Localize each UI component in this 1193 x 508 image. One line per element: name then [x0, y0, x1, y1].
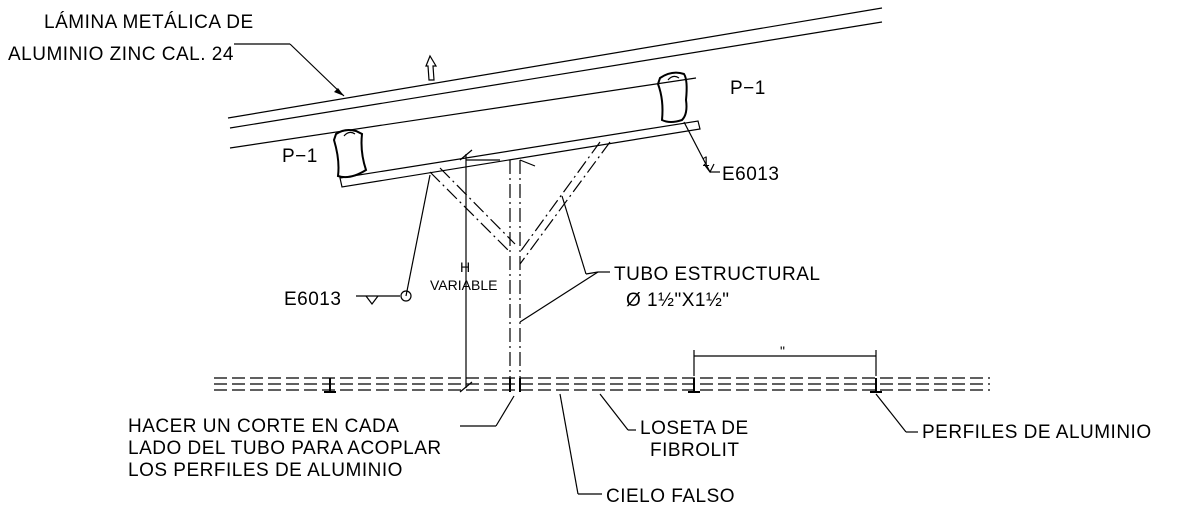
- weld-label-left: E6013: [284, 289, 341, 310]
- lamina-label-line1: LÁMINA METÁLICA DE: [44, 12, 254, 33]
- spacing-dimension: [693, 350, 877, 376]
- corte-label-line1: HACER UN CORTE EN CADA: [128, 416, 399, 437]
- lamina-label-line2: ALUMINIO ZINC CAL. 24: [8, 44, 234, 65]
- corte-label-line2: LADO DEL TUBO PARA ACOPLAR: [128, 438, 442, 459]
- loseta-label-line1: LOSETA DE: [640, 418, 749, 439]
- height-dimension: [459, 149, 500, 393]
- aluminium-profiles: [324, 378, 882, 393]
- height-label-variable: VARIABLE: [430, 277, 497, 293]
- spacing-dimension-label: ": [780, 343, 785, 359]
- roof-sheet: [227, 7, 883, 129]
- load-arrow-icon: [425, 54, 438, 81]
- purlin-section-right: [656, 71, 688, 123]
- loseta-label-line2: FIBROLIT: [650, 440, 740, 461]
- vertical-post: [509, 160, 521, 390]
- lamina-leader: [234, 43, 345, 97]
- cielo-label: CIELO FALSO: [606, 486, 735, 507]
- weld-symbol-right: [683, 121, 720, 174]
- tubo-leader: [519, 271, 610, 323]
- weld-label-right: E6013: [722, 164, 779, 185]
- purlin-label-left: P−1: [282, 146, 318, 167]
- diagonal-braces: [429, 141, 611, 265]
- corte-label-line3: LOS PERFILES DE ALUMINIO: [128, 460, 403, 481]
- tubo-label-line1: TUBO ESTRUCTURAL: [614, 264, 820, 285]
- purlin-section-left: [332, 129, 368, 179]
- weld-number-right: 1: [702, 153, 710, 169]
- perfiles-label: PERFILES DE ALUMINIO: [922, 422, 1152, 443]
- purlin-beam: [229, 77, 701, 188]
- purlin-label-right: P−1: [730, 78, 766, 99]
- weld-symbol-left: [356, 290, 412, 305]
- height-label-h: H: [460, 259, 470, 275]
- bottom-leaders: [460, 393, 918, 495]
- tubo-label-line2: Ø 1½"X1½": [626, 290, 730, 311]
- false-ceiling: [214, 377, 990, 391]
- weld-lines: [405, 174, 587, 297]
